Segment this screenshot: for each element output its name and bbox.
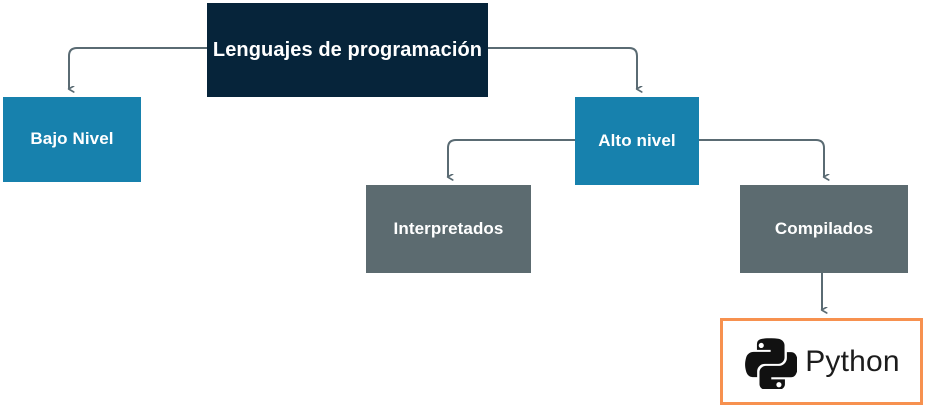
node-bajo-nivel[interactable]: Bajo Nivel xyxy=(3,97,141,182)
node-bajo-nivel-label: Bajo Nivel xyxy=(30,129,114,149)
node-lenguajes-de-programacion[interactable]: Lenguajes de programación xyxy=(207,3,488,97)
node-compilados-label: Compilados xyxy=(774,218,874,238)
connector-alto-nivel-to-compilados xyxy=(699,139,824,177)
connector-root-to-alto-nivel xyxy=(488,47,637,89)
node-interpretados[interactable]: Interpretados xyxy=(366,185,531,273)
node-alto-nivel[interactable]: Alto nivel xyxy=(575,97,699,185)
node-alto-nivel-label: Alto nivel xyxy=(598,130,676,150)
node-interpretados-label: Interpretados xyxy=(393,218,504,238)
node-compilados[interactable]: Compilados xyxy=(740,185,908,273)
python-wordmark-label: Python xyxy=(805,344,900,378)
node-root-label: Lenguajes de programación xyxy=(212,39,483,61)
node-python-card[interactable]: Python xyxy=(720,318,923,405)
python-logo-icon xyxy=(745,337,798,389)
connector-alto-nivel-to-interpretados xyxy=(448,139,575,177)
connector-root-to-bajo-nivel xyxy=(69,47,207,89)
